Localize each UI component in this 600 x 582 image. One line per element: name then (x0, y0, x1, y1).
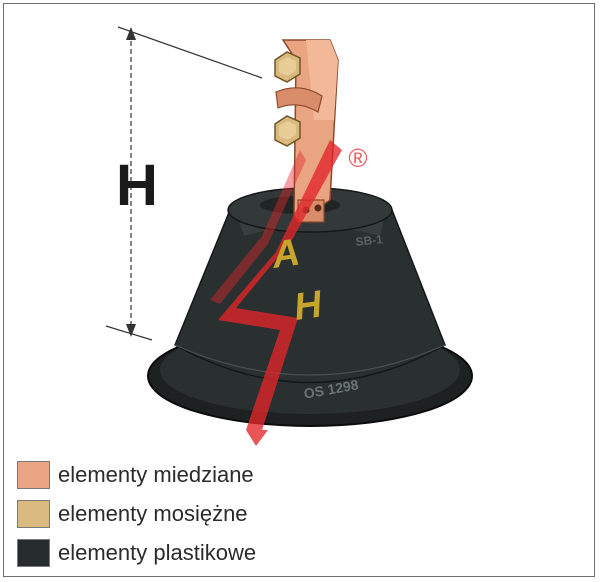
legend-swatch-copper (17, 460, 50, 489)
figure-frame (3, 3, 595, 577)
legend-label: elementy plastikowe (58, 539, 257, 565)
legend-item-copper: elementy miedziane (17, 455, 256, 494)
legend-swatch-plastic (17, 538, 50, 567)
registered-mark: ® (348, 143, 367, 173)
support-illustration: H SB-1 OS 1298 A H ® (105, 26, 473, 446)
dimension-label: H (116, 153, 158, 218)
legend: elementy miedziane elementy mosiężne ele… (17, 455, 256, 572)
svg-text:A: A (268, 232, 302, 278)
brass-nuts (274, 51, 301, 147)
legend-item-plastic: elementy plastikowe (17, 533, 256, 572)
base-marking-small: SB-1 (355, 232, 384, 249)
dimension-h: H (105, 26, 263, 341)
legend-label: elementy miedziane (58, 461, 254, 487)
legend-item-brass: elementy mosiężne (17, 494, 256, 533)
legend-swatch-brass (17, 499, 50, 528)
plastic-base: SB-1 OS 1298 (147, 187, 473, 427)
legend-label: elementy mosiężne (58, 500, 248, 526)
